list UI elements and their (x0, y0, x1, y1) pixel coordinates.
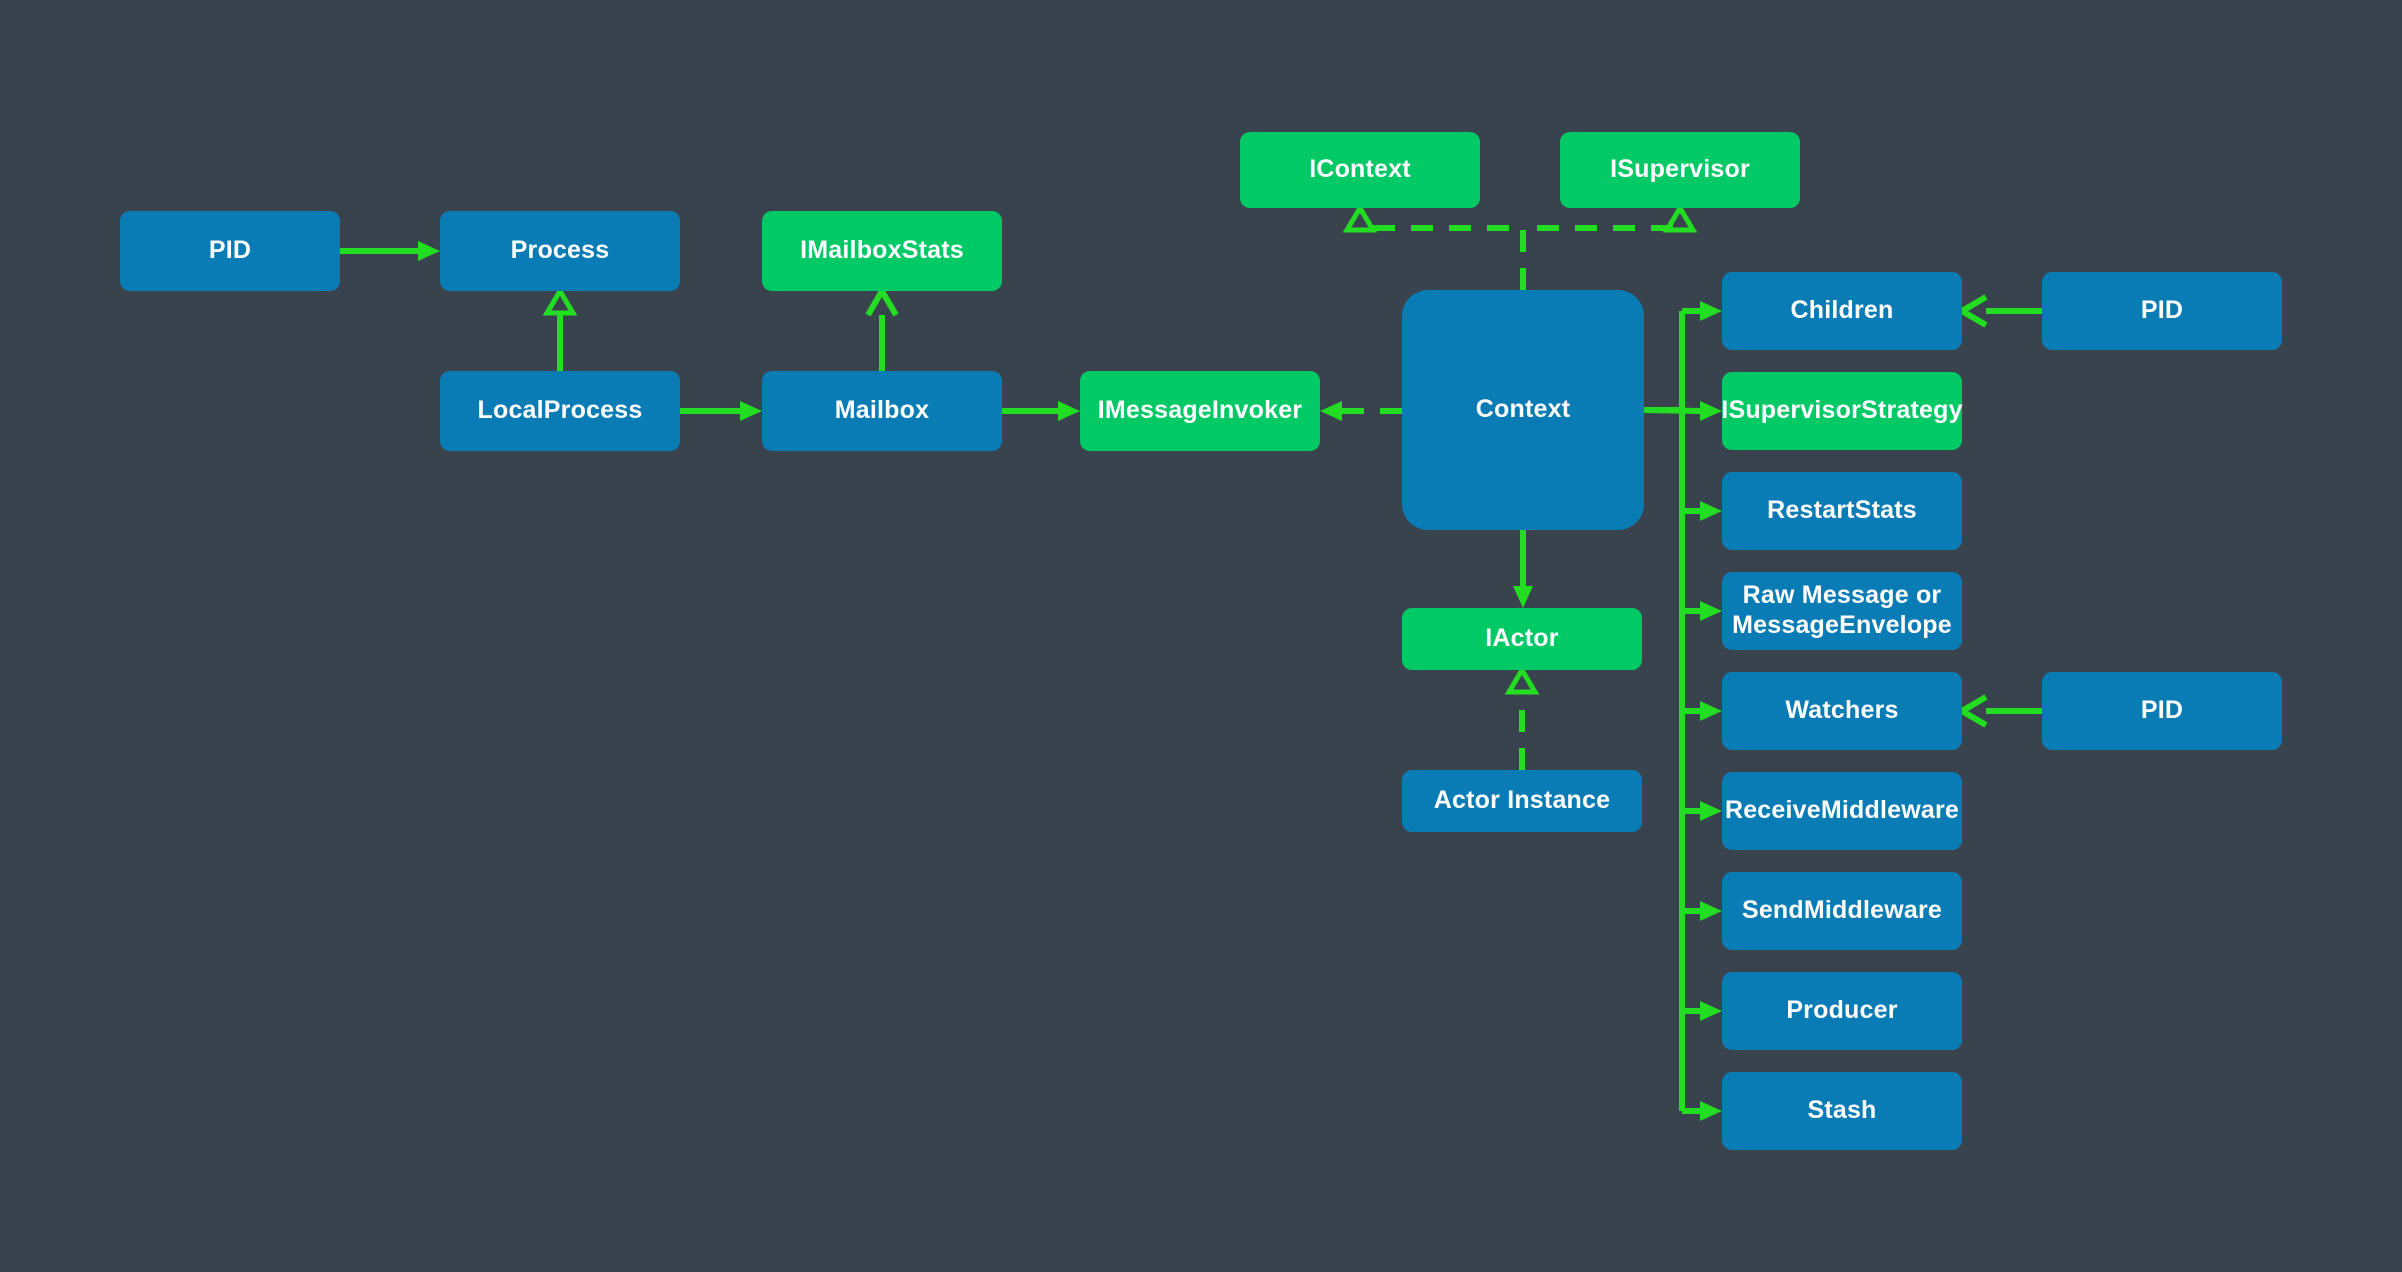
node-imailboxstats[interactable]: IMailboxStats (762, 211, 1002, 291)
arrowhead-filled (1700, 701, 1722, 721)
arrowhead-filled (1513, 586, 1533, 608)
arrowhead-hollow-triangle (1662, 203, 1698, 233)
node-box-pid_watchers[interactable] (2042, 672, 2282, 750)
node-box-process[interactable] (440, 211, 680, 291)
node-process[interactable]: Process (440, 211, 680, 291)
arrowhead-filled (1700, 401, 1722, 421)
arrowhead-open-v (1956, 294, 1988, 328)
edge-e_context_watchers (1682, 701, 1722, 721)
node-actorinstance[interactable]: Actor Instance (1402, 770, 1642, 832)
node-box-receivemiddleware[interactable] (1722, 772, 1962, 850)
arrowhead-filled (1700, 1101, 1722, 1121)
arrowhead-hollow-triangle (1504, 665, 1540, 695)
node-isupervisorstrategy[interactable]: ISupervisorStrategy (1721, 372, 1962, 450)
edge-e_pid_watchers (1956, 694, 2042, 728)
edge-e_mailbox_invoker (1002, 401, 1080, 421)
arrowhead-hollow-triangle (1342, 203, 1378, 233)
node-box-mailbox[interactable] (762, 371, 1002, 451)
node-box-localprocess[interactable] (440, 371, 680, 451)
node-box-actorinstance[interactable] (1402, 770, 1642, 832)
node-box-children[interactable] (1722, 272, 1962, 350)
node-pid_children[interactable]: PID (2042, 272, 2282, 350)
arrowhead-filled (1700, 1001, 1722, 1021)
edge-e_localprocess_process (542, 286, 578, 371)
arrowhead-filled (1320, 401, 1342, 421)
arrowhead-filled (1700, 301, 1722, 321)
edge-path (1357, 225, 1526, 290)
edge-e_context_rawmessage (1682, 601, 1722, 621)
node-box-pid_children[interactable] (2042, 272, 2282, 350)
arrowhead-filled (1700, 601, 1722, 621)
arrowhead-filled (740, 401, 762, 421)
node-isupervisor[interactable]: ISupervisor (1560, 132, 1800, 208)
arrowhead-filled (418, 241, 440, 261)
node-box-rawmessage[interactable] (1722, 572, 1962, 650)
node-sendmiddleware[interactable]: SendMiddleware (1722, 872, 1962, 950)
edge-path (1520, 225, 1683, 290)
node-box-isupervisorstrategy[interactable] (1722, 372, 1962, 450)
edge-e_context_receivemw (1682, 801, 1722, 821)
node-context[interactable]: Context (1402, 290, 1644, 530)
node-restartstats[interactable]: RestartStats (1722, 472, 1962, 550)
arrowhead-filled (1700, 901, 1722, 921)
node-box-iactor[interactable] (1402, 608, 1642, 670)
node-receivemiddleware[interactable]: ReceiveMiddleware (1722, 772, 1962, 850)
node-pid_watchers[interactable]: PID (2042, 672, 2282, 750)
node-children[interactable]: Children (1722, 272, 1962, 350)
edge-e_context_icontext (1342, 203, 1526, 290)
node-box-isupervisor[interactable] (1560, 132, 1800, 208)
edge-e_context_isupervisor (1520, 203, 1698, 290)
node-box-imessageinvoker[interactable] (1080, 371, 1320, 451)
node-producer[interactable]: Producer (1722, 972, 1962, 1050)
edge-context-fanout-spine (1644, 311, 1685, 1111)
node-box-watchers[interactable] (1722, 672, 1962, 750)
edge-e_context_iactor (1513, 530, 1533, 608)
arrowhead-open-v (865, 285, 899, 317)
edge-e_pid_process (340, 241, 440, 261)
edge-e_mailbox_imailboxstats (865, 285, 899, 371)
node-stash[interactable]: Stash (1722, 1072, 1962, 1150)
edge-e_context_sendmw (1682, 901, 1722, 921)
edge-e_context_stash (1682, 1101, 1722, 1121)
node-box-context[interactable] (1402, 290, 1644, 530)
node-localprocess[interactable]: LocalProcess (440, 371, 680, 451)
edge-e_context_children (1682, 301, 1722, 321)
node-icontext[interactable]: IContext (1240, 132, 1480, 208)
node-mailbox[interactable]: Mailbox (762, 371, 1002, 451)
edge-e_pid_children (1956, 294, 2042, 328)
edge-e_context_invoker (1320, 401, 1402, 421)
arrowhead-hollow-triangle (542, 286, 578, 316)
node-box-imailboxstats[interactable] (762, 211, 1002, 291)
node-box-sendmiddleware[interactable] (1722, 872, 1962, 950)
node-imessageinvoker[interactable]: IMessageInvoker (1080, 371, 1320, 451)
node-box-pid_left[interactable] (120, 211, 340, 291)
arrowhead-filled (1700, 501, 1722, 521)
arrowhead-open-v (1956, 694, 1988, 728)
node-pid_left[interactable]: PID (120, 211, 340, 291)
node-box-icontext[interactable] (1240, 132, 1480, 208)
node-watchers[interactable]: Watchers (1722, 672, 1962, 750)
edge-e_context_restartstats (1682, 501, 1722, 521)
edge-e_context_producer (1682, 1001, 1722, 1021)
edge-e_actorinstance_iactor (1504, 665, 1540, 770)
node-box-stash[interactable] (1722, 1072, 1962, 1150)
node-box-restartstats[interactable] (1722, 472, 1962, 550)
arrowhead-filled (1058, 401, 1080, 421)
node-box-producer[interactable] (1722, 972, 1962, 1050)
node-iactor[interactable]: IActor (1402, 608, 1642, 670)
edge-e_localprocess_mailbox (680, 401, 762, 421)
arrowhead-filled (1700, 801, 1722, 821)
